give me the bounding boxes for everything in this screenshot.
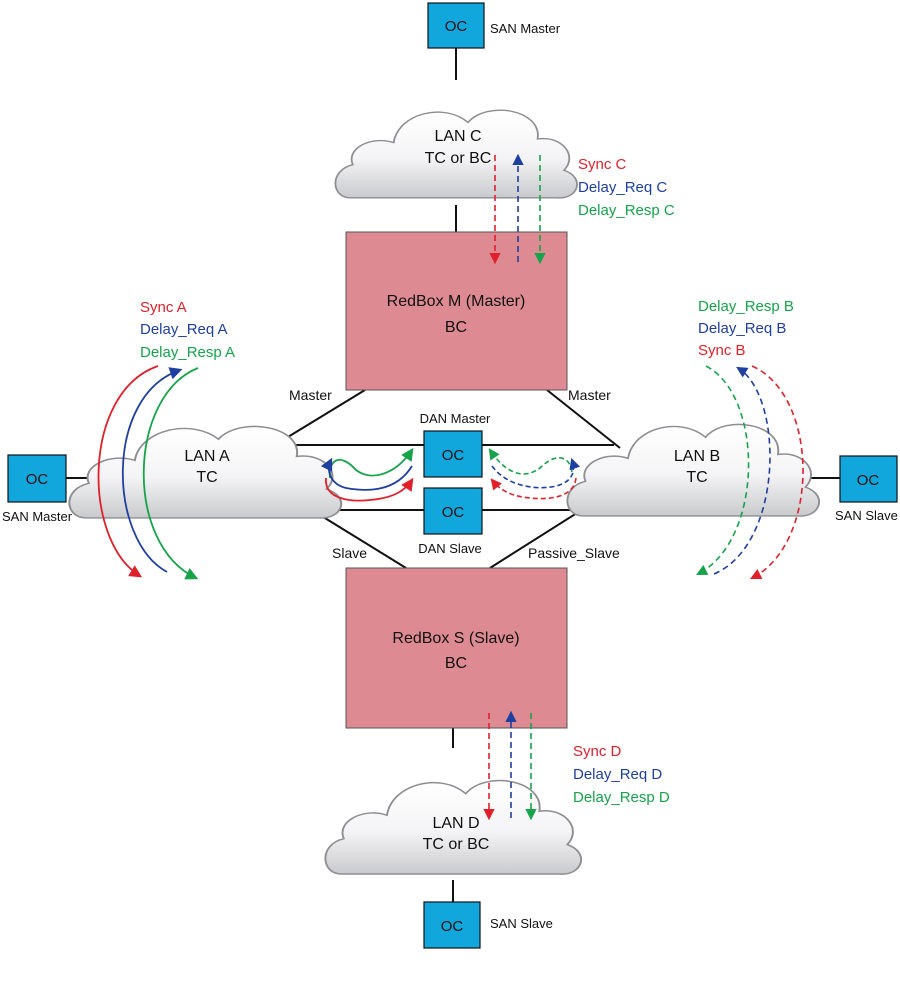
oc-san-slave-bottom: OC — [423, 901, 481, 949]
lan-b-type: TC — [686, 469, 707, 486]
oc-label: OC — [857, 472, 880, 489]
sync-b-label: Sync B — [698, 342, 746, 359]
sync-a-label: Sync A — [140, 299, 187, 316]
oc-san-master-left: OC — [7, 454, 67, 503]
redbox-s-name: RedBox S (Slave) — [392, 630, 519, 647]
port-label-master-left: Master — [289, 387, 332, 403]
oc-dan-master: OC — [423, 430, 483, 478]
delay-req-a-arrow — [121, 367, 183, 573]
lan-d-type: TC or BC — [423, 836, 490, 853]
san-master-top-label: SAN Master — [490, 21, 561, 36]
oc-label: OC — [441, 918, 464, 935]
lan-c-name: LAN C — [434, 128, 481, 145]
san-slave-right-label: SAN Slave — [835, 508, 898, 523]
lan-a-type: TC — [196, 469, 217, 486]
redbox-s — [345, 567, 568, 729]
sync-a-arrow — [97, 365, 159, 578]
delay-req-a-label: Delay_Req A — [140, 321, 228, 338]
sync-c-label: Sync C — [578, 156, 627, 173]
oc-san-slave-right: OC — [839, 455, 898, 503]
lan-d-name: LAN D — [432, 815, 479, 832]
redbox-m — [345, 231, 568, 391]
lan-a-cloud — [68, 425, 343, 519]
lan-b-message-arrows — [696, 365, 804, 580]
san-slave-bottom-label: SAN Slave — [490, 916, 553, 931]
dan-left-blue-arrow — [320, 457, 413, 491]
delay-resp-a-arrow — [142, 367, 199, 580]
lan-c-message-arrows — [489, 153, 546, 265]
dan-right-blue-arrow — [491, 457, 581, 489]
delay-resp-a-label: Delay_Resp A — [140, 344, 235, 361]
port-label-passive-slave: Passive_Slave — [528, 545, 620, 561]
dan-master-right-arrows — [488, 448, 581, 500]
dan-master-left-arrows — [320, 447, 414, 502]
delay-req-d-label: Delay_Req D — [573, 766, 662, 783]
dan-slave-label: DAN Slave — [418, 541, 482, 556]
oc-dan-slave: OC — [423, 487, 483, 535]
link-redbox-m-lan-b — [546, 389, 621, 449]
lan-a-message-arrows — [97, 365, 199, 580]
oc-label: OC — [26, 471, 49, 488]
dan-left-red-arrow — [325, 477, 414, 502]
lan-b-name: LAN B — [674, 448, 720, 465]
lan-d-cloud — [324, 779, 583, 875]
delay-resp-b-arrow — [696, 365, 750, 576]
lan-c-type: TC or BC — [425, 150, 492, 167]
delay-req-c-label: Delay_Req C — [578, 179, 667, 196]
dan-master-label: DAN Master — [420, 411, 491, 426]
sync-d-label: Sync D — [573, 743, 622, 760]
oc-label: OC — [442, 504, 465, 521]
dan-left-green-arrow — [328, 447, 414, 479]
dan-right-green-arrow — [488, 448, 573, 475]
port-label-master-right: Master — [568, 387, 611, 403]
redbox-s-type: BC — [445, 655, 467, 672]
port-label-slave: Slave — [332, 545, 367, 561]
lan-d-message-arrows — [483, 710, 537, 821]
dan-right-red-arrow — [490, 477, 577, 500]
link-redbox-m-lan-a — [282, 389, 366, 441]
redbox-m-name: RedBox M (Master) — [387, 293, 526, 310]
lan-a-name: LAN A — [184, 448, 230, 465]
link-lan-a-redbox-s — [319, 514, 407, 569]
lan-b-cloud — [566, 423, 820, 517]
delay-req-b-label: Delay_Req B — [698, 320, 786, 337]
oc-label: OC — [445, 18, 468, 35]
redbox-m-type: BC — [445, 319, 467, 336]
oc-san-master-top: OC — [427, 2, 485, 49]
delay-req-b-arrow — [713, 366, 771, 575]
delay-resp-b-label: Delay_Resp B — [698, 298, 794, 315]
oc-label: OC — [442, 447, 465, 464]
delay-resp-c-label: Delay_Resp C — [578, 202, 675, 219]
delay-resp-d-label: Delay_Resp D — [573, 789, 670, 806]
san-master-left-label: SAN Master — [2, 509, 73, 524]
link-lan-b-redbox-s — [489, 505, 589, 569]
lan-c-cloud — [334, 109, 578, 199]
sync-b-arrow — [749, 365, 804, 580]
